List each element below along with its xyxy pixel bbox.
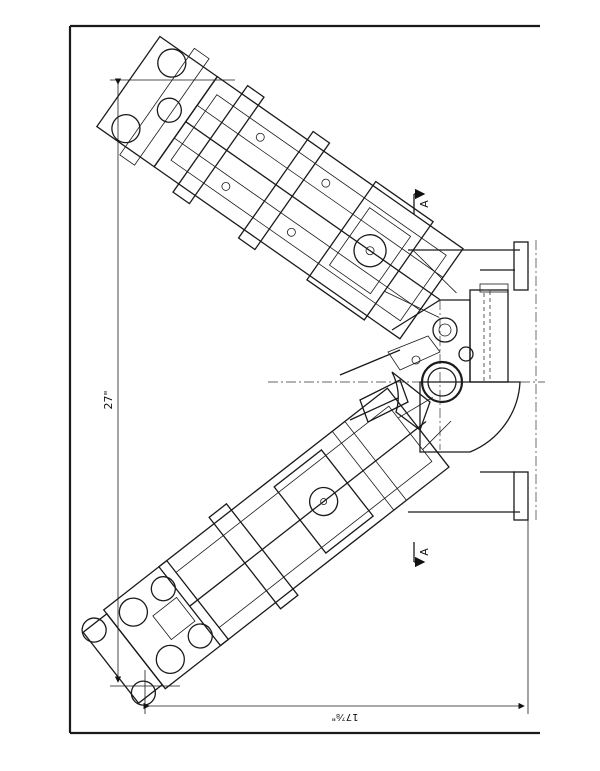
dimension-vertical-label: 27": [102, 390, 115, 409]
section-marker-top: A: [413, 188, 431, 214]
section-label-bottom: A: [418, 548, 431, 556]
section-marker-bottom: A: [413, 542, 431, 568]
dimension-horizontal-label: 17⅞": [331, 711, 358, 722]
lower-arm-assembly: [81, 387, 452, 706]
central-hub: [387, 317, 474, 432]
connecting-link: [339, 349, 409, 423]
section-label-top: A: [418, 200, 431, 208]
drawing-border: [68, 24, 540, 735]
base-bracket: [391, 241, 529, 521]
upper-arm-assembly: [95, 35, 464, 340]
dimension-horizontal: 17⅞": [143, 520, 529, 722]
